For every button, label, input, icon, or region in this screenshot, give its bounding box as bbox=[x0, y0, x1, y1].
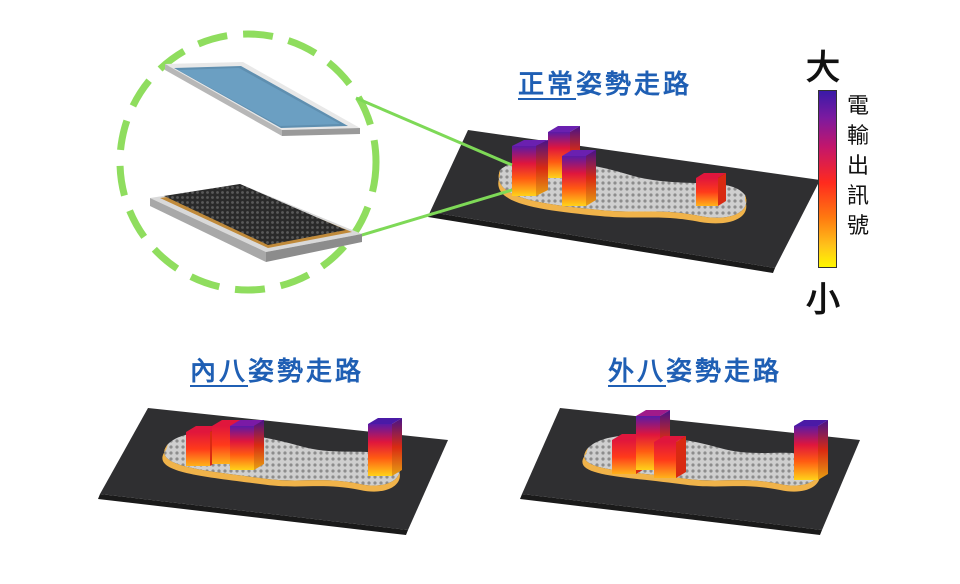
in-toeing-title-suffix: 姿勢走路 bbox=[248, 357, 365, 387]
in-toeing-bars bbox=[186, 418, 402, 476]
out-toeing-title: 外八姿勢走路 bbox=[608, 351, 782, 388]
sensor-callout bbox=[116, 30, 513, 294]
bottom-microstructure-layer bbox=[150, 184, 362, 262]
legend-color-bar bbox=[818, 90, 837, 268]
callout-line-top bbox=[355, 96, 513, 167]
normal-gait-bars bbox=[512, 126, 726, 206]
normal-gait-title-prefix: 正常 bbox=[518, 70, 577, 100]
normal-gait-title-suffix: 姿勢走路 bbox=[576, 70, 693, 100]
legend-max-label: 大 bbox=[806, 48, 840, 88]
normal-gait-title: 正常姿勢走路 bbox=[518, 64, 692, 101]
out-toeing-bars bbox=[612, 410, 828, 480]
callout-line-bottom bbox=[351, 188, 513, 240]
out-toeing-title-suffix: 姿勢走路 bbox=[666, 357, 783, 387]
in-toeing-title-prefix: 內八 bbox=[190, 357, 249, 387]
legend-title: 電輸出訊號 bbox=[846, 94, 869, 239]
normal-gait-board bbox=[428, 126, 820, 273]
out-toeing-title-prefix: 外八 bbox=[608, 357, 667, 387]
top-electrode-layer bbox=[165, 62, 360, 136]
out-toeing-board bbox=[520, 408, 860, 535]
legend-min-label: 小 bbox=[806, 280, 840, 320]
in-toeing-title: 內八姿勢走路 bbox=[190, 351, 364, 388]
in-toeing-board bbox=[98, 408, 448, 535]
